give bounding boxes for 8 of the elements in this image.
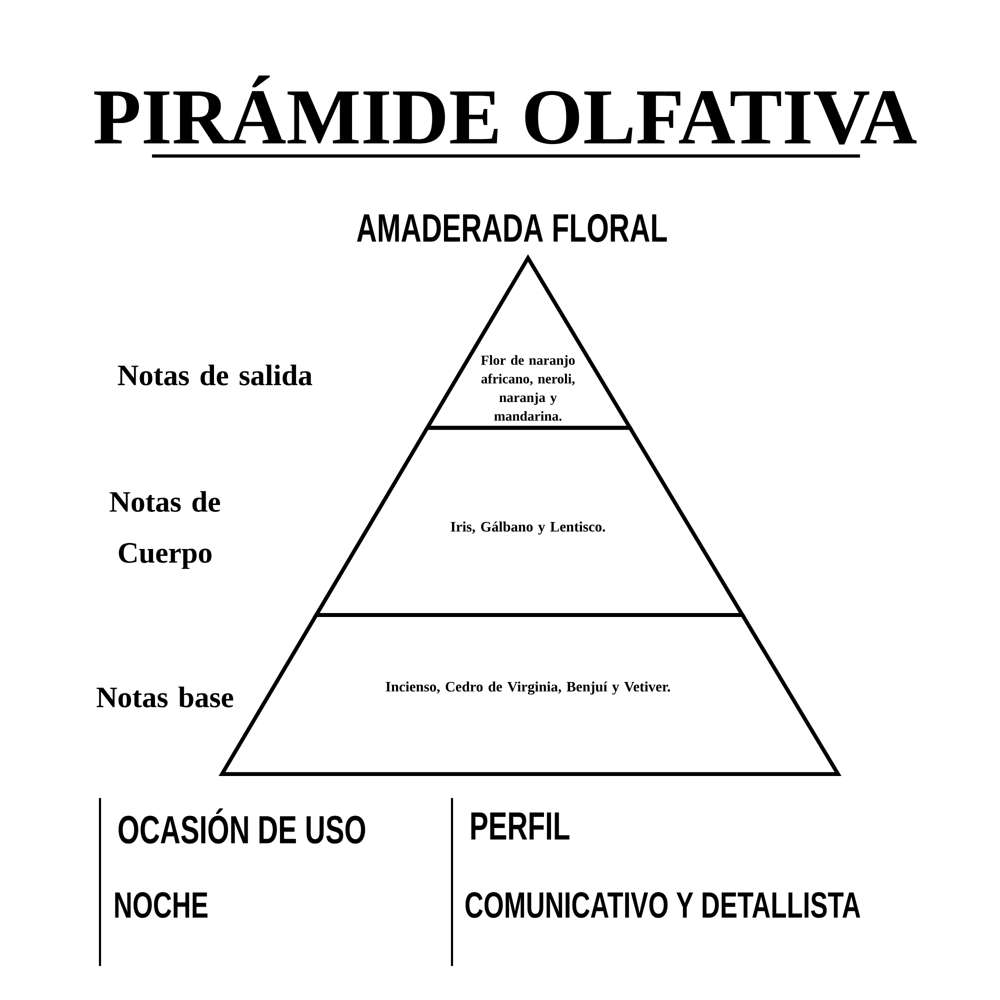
tier-label: Notas de salida [118, 364, 312, 386]
section-value: COMUNICATIVO Y DETALLISTA [466, 892, 860, 918]
section-value: NOCHE [115, 892, 208, 918]
section-heading: OCASIÓN DE USO [118, 808, 366, 844]
title: PIRÁMIDE OLFATIVA [94, 75, 917, 145]
tier-label: Notas de Cuerpo [110, 491, 220, 569]
tier-label: Notas base [96, 686, 234, 708]
section-heading: PERFIL [471, 812, 570, 840]
